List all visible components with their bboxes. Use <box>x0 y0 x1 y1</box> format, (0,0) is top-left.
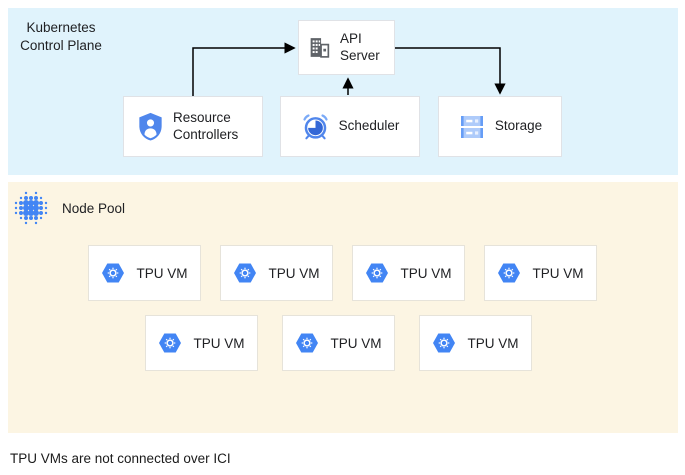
storage-node: Storage <box>438 96 562 157</box>
node-pool-title: Node Pool <box>62 201 126 216</box>
tpu-vm-node: TPU VM <box>220 245 333 301</box>
diagram-caption: TPU VMs are not connected over ICI <box>10 451 231 466</box>
scheduler-label: Scheduler <box>338 118 400 134</box>
tpu-vm-node: TPU VM <box>282 315 395 371</box>
hexagon-gear-icon <box>102 263 125 283</box>
tpu-vm-label: TPU VM <box>467 335 519 351</box>
scheduler-node: Scheduler <box>280 96 420 157</box>
resource-controllers-label: Resource Controllers <box>173 109 239 142</box>
dot-cluster-icon <box>14 191 48 225</box>
building-icon <box>310 38 330 58</box>
tpu-vm-label: TPU VM <box>400 265 452 281</box>
tpu-vm-label: TPU VM <box>136 265 188 281</box>
api-server-label: API Server <box>340 30 380 63</box>
api-server-node: API Server <box>298 20 395 75</box>
hexagon-gear-icon <box>234 263 257 283</box>
node-pool-panel <box>8 182 678 433</box>
hexagon-gear-icon <box>159 333 182 353</box>
hexagon-gear-icon <box>498 263 521 283</box>
tpu-vm-node: TPU VM <box>484 245 597 301</box>
server-stack-icon <box>460 115 483 138</box>
tpu-vm-node: TPU VM <box>352 245 465 301</box>
shield-user-icon <box>139 112 162 141</box>
hexagon-gear-icon <box>296 333 319 353</box>
hexagon-gear-icon <box>433 333 456 353</box>
storage-label: Storage <box>494 118 543 134</box>
tpu-vm-label: TPU VM <box>268 265 320 281</box>
alarm-clock-icon <box>302 114 328 140</box>
tpu-vm-node: TPU VM <box>419 315 532 371</box>
tpu-vm-label: TPU VM <box>532 265 584 281</box>
tpu-vm-node: TPU VM <box>145 315 258 371</box>
tpu-vm-label: TPU VM <box>193 335 245 351</box>
resource-controllers-node: Resource Controllers <box>123 96 263 157</box>
control-plane-title: Kubernetes Control Plane <box>20 20 102 53</box>
tpu-vm-label: TPU VM <box>330 335 382 351</box>
tpu-vm-node: TPU VM <box>88 245 201 301</box>
hexagon-gear-icon <box>366 263 389 283</box>
